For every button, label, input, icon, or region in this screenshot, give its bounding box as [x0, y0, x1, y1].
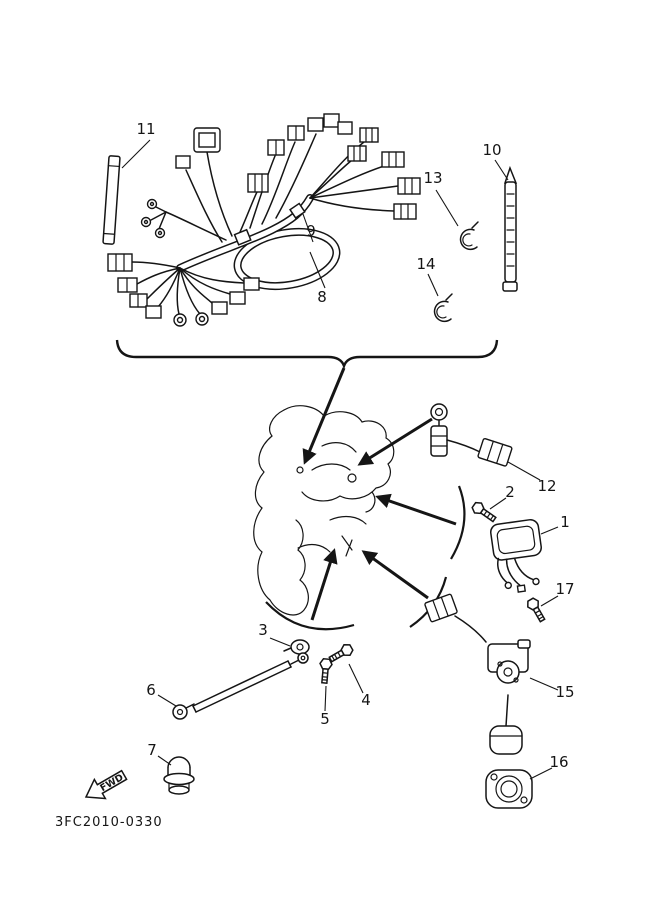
wire-clamp-13	[459, 221, 479, 251]
callout-5: 5	[320, 685, 330, 728]
svg-text:12: 12	[537, 477, 556, 495]
svg-text:16: 16	[549, 753, 568, 771]
callout-1: 1	[540, 513, 570, 535]
harness-connectors	[107, 113, 421, 327]
callout-3: 3	[258, 621, 291, 647]
cable-band-10	[502, 165, 518, 292]
bolt-17	[527, 597, 546, 623]
diagram-code: 3FC2010-0330	[55, 815, 163, 830]
bolt-4	[328, 644, 354, 663]
svg-text:14: 14	[416, 255, 435, 273]
svg-text:1: 1	[560, 513, 570, 531]
bolt-2	[471, 501, 497, 523]
callout-17: 17	[540, 580, 575, 607]
callout-12: 12	[507, 461, 557, 495]
svg-text:10: 10	[482, 141, 501, 159]
ignition-unit-1	[490, 518, 542, 593]
fuel-sender-15	[424, 593, 531, 755]
callout-4: 4	[348, 663, 371, 709]
scooter-outline	[253, 405, 395, 616]
harness-loop	[176, 194, 341, 291]
harness-branch-wires	[131, 133, 399, 315]
svg-text:15: 15	[555, 683, 574, 701]
callout-15: 15	[529, 677, 575, 701]
callout-9: 9	[302, 213, 316, 243]
svg-text:2: 2	[505, 483, 515, 501]
fwd-arrow: FWD	[84, 769, 128, 800]
fwd-label: FWD	[98, 772, 125, 794]
callout-7: 7	[147, 741, 172, 766]
gasket-16	[485, 769, 533, 809]
callout-14: 14	[416, 255, 439, 297]
callout-13: 13	[423, 169, 459, 227]
callout-16: 16	[529, 753, 569, 780]
callout-6: 6	[146, 681, 177, 707]
svg-text:17: 17	[555, 580, 574, 598]
svg-text:4: 4	[361, 691, 371, 709]
svg-text:3: 3	[258, 621, 268, 639]
callout-2: 2	[489, 483, 515, 510]
main-switch-12	[430, 403, 513, 467]
band-strip-11	[102, 155, 121, 245]
bolt-5	[319, 657, 333, 684]
svg-text:11: 11	[136, 120, 155, 138]
svg-text:9: 9	[306, 222, 316, 240]
group-brace	[115, 339, 499, 370]
grommet-7	[163, 756, 195, 795]
svg-text:5: 5	[320, 710, 330, 728]
wiring-harness	[102, 113, 421, 327]
location-arrows	[302, 367, 457, 621]
svg-text:6: 6	[146, 681, 156, 699]
wire-clamp-14	[433, 293, 453, 323]
callouts: 11 9 8 13 14 10 12 2	[121, 120, 575, 780]
callout-11: 11	[121, 120, 156, 169]
linkage-rod-6	[172, 652, 309, 720]
callout-8: 8	[309, 251, 327, 306]
pivot-3	[283, 639, 310, 655]
svg-text:7: 7	[147, 741, 157, 759]
callout-10: 10	[482, 141, 509, 181]
svg-text:8: 8	[317, 288, 327, 306]
svg-text:13: 13	[423, 169, 442, 187]
